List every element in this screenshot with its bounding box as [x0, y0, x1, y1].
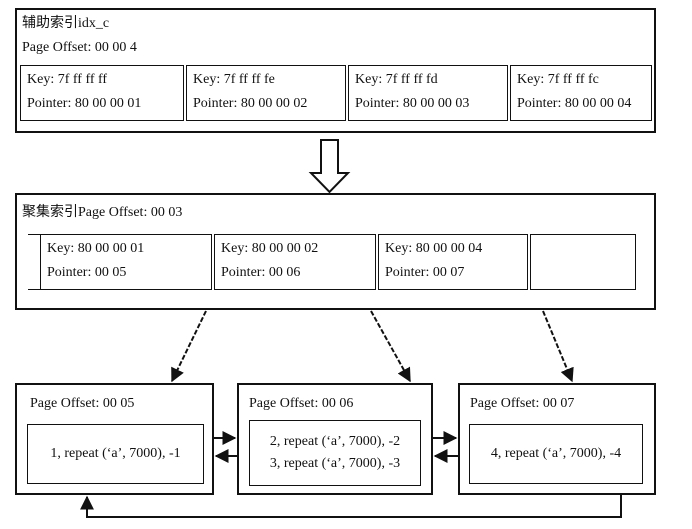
- arrow-to-page-06: [370, 310, 411, 383]
- entry-key: Key: 80 00 00 04: [385, 241, 483, 256]
- secondary-index-title: 辅助索引idx_c: [22, 16, 110, 31]
- leaf-page-06-offset: Page Offset: 00 06: [249, 396, 354, 411]
- secondary-index-page-offset: Page Offset: 00 00 4: [22, 40, 137, 55]
- entry-pointer: Pointer: 00 05: [47, 265, 127, 280]
- entry-pointer: Pointer: 80 00 00 03: [355, 96, 470, 111]
- entry-pointer: Pointer: 80 00 00 01: [27, 96, 142, 111]
- entry-key: Key: 7f ff ff fc: [517, 72, 599, 87]
- leaf-page-05-rows: 1, repeat (‘a’, 7000), -1: [27, 424, 204, 484]
- leaf-page-05-offset: Page Offset: 00 05: [30, 396, 135, 411]
- arrow-to-page-07: [542, 310, 574, 383]
- entry-key: Key: 7f ff ff fd: [355, 72, 438, 87]
- clustered-index-entry-1-body: Key: 80 00 00 01 Pointer: 00 05: [40, 234, 212, 290]
- entry-pointer: Pointer: 00 06: [221, 265, 301, 280]
- secondary-index-entry-4: Key: 7f ff ff fc Pointer: 80 00 00 04: [510, 65, 652, 121]
- clustered-index-title: 聚集索引Page Offset: 00 03: [22, 205, 183, 220]
- secondary-index-entry-1: Key: 7f ff ff ff Pointer: 80 00 00 01: [20, 65, 184, 121]
- entry-pointer: Pointer: 00 07: [385, 265, 465, 280]
- link-07-to-05-loop: [80, 495, 622, 518]
- clustered-index-entry-2: Key: 80 00 00 02 Pointer: 00 06: [214, 234, 376, 290]
- entry-pointer: Pointer: 80 00 00 02: [193, 96, 308, 111]
- entry-key: Key: 7f ff ff ff: [27, 72, 108, 87]
- clustered-index-entry-3: Key: 80 00 00 04 Pointer: 00 07: [378, 234, 528, 290]
- entry-key: Key: 80 00 00 02: [221, 241, 319, 256]
- leaf-page-07-rows: 4, repeat (‘a’, 7000), -4: [469, 424, 643, 484]
- leaf-page-07-offset: Page Offset: 00 07: [470, 396, 575, 411]
- leaf-page-06-rows: 2, repeat (‘a’, 7000), -2 3, repeat (‘a’…: [249, 420, 421, 486]
- secondary-index-entry-2: Key: 7f ff ff fe Pointer: 80 00 00 02: [186, 65, 346, 121]
- secondary-index-entry-3: Key: 7f ff ff fd Pointer: 80 00 00 03: [348, 65, 508, 121]
- record-row: 4, repeat (‘a’, 7000), -4: [490, 446, 622, 461]
- entry-key: Key: 80 00 00 01: [47, 241, 145, 256]
- arrow-to-page-05: [171, 310, 207, 383]
- entry-pointer: Pointer: 80 00 00 04: [517, 96, 632, 111]
- record-row: 2, repeat (‘a’, 7000), -2: [269, 434, 401, 449]
- clustered-index-entry-empty: [530, 234, 636, 290]
- entry-key: Key: 7f ff ff fe: [193, 72, 275, 87]
- record-row: 3, repeat (‘a’, 7000), -3: [269, 456, 401, 471]
- record-row: 1, repeat (‘a’, 7000), -1: [50, 446, 181, 461]
- hollow-down-arrow-icon: [308, 139, 351, 194]
